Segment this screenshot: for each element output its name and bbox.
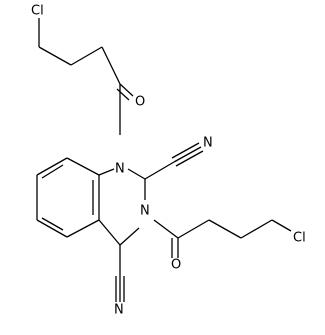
- bond-c8-c8a: [66, 157, 100, 176]
- bond-c8a-n1: [98, 168, 115, 176]
- atom-label-n-nitrile-right: N: [203, 136, 213, 151]
- bond-triple-top-3: [175, 150, 204, 167]
- atom-label-o-bottom: O: [171, 258, 181, 273]
- bond-c7-c8: [36, 157, 68, 176]
- bond-chain-bottom-3: [240, 219, 273, 239]
- bond-carbonyl-top-b: [116, 88, 130, 101]
- bond-n3-carbonyl: [153, 219, 179, 239]
- bond-c5-c6: [36, 219, 68, 238]
- bond-chain-bottom-2: [208, 219, 242, 239]
- atom-label-cl-top: Cl: [31, 4, 44, 19]
- bond-c4a-c5: [66, 219, 100, 238]
- bond-chain-bottom-cl: [271, 219, 292, 232]
- bond-lines: [36, 18, 292, 302]
- bond-c4-c4a: [98, 219, 121, 246]
- bond-triple-top-1: [173, 146, 202, 163]
- bond-n1-c2: [127, 168, 146, 180]
- bond-chain-top-3: [101, 46, 121, 85]
- bond-chain-top-1: [38, 46, 72, 66]
- atom-label-n3: N: [140, 204, 150, 219]
- bond-triple-top-2: [171, 142, 200, 159]
- atom-label-n-nitrile-bottom: N: [114, 303, 124, 318]
- atom-label-o-top: O: [135, 95, 145, 110]
- bond-chain-bottom-1: [177, 219, 210, 239]
- bond-aromatic-inner-3: [41, 164, 64, 179]
- bond-aromatic-inner-2: [41, 217, 64, 231]
- bond-c2-nitrile-c: [144, 161, 175, 180]
- bond-carbonyl-top-a: [119, 83, 134, 97]
- atom-labels: Cl O N N N O Cl N: [31, 4, 306, 318]
- bond-chain-top-2: [70, 46, 103, 66]
- atom-label-cl-right: Cl: [293, 231, 306, 246]
- atom-label-n1: N: [115, 162, 125, 177]
- bond-n3-c4: [119, 227, 140, 246]
